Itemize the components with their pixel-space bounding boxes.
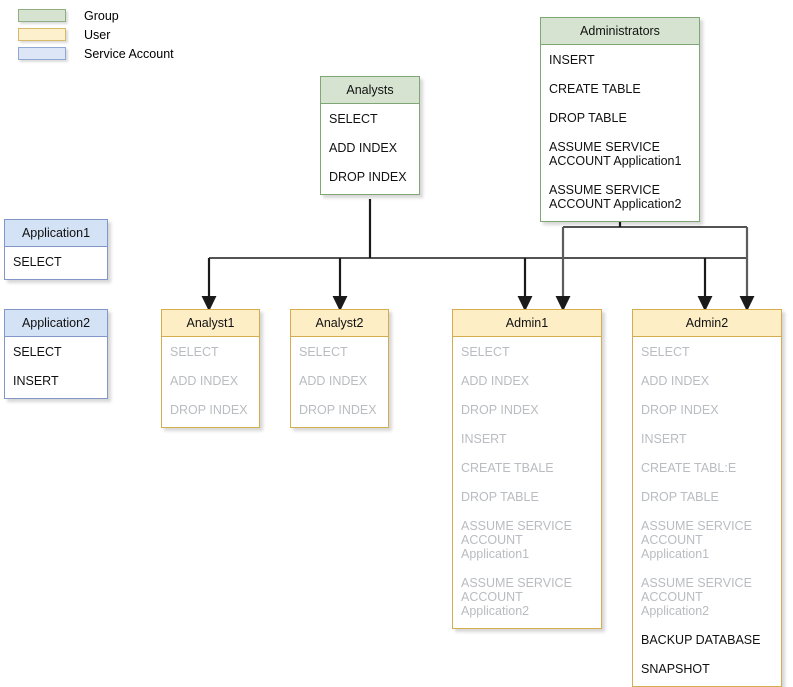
node-analysts-permissions: SELECT ADD INDEX DROP INDEX — [321, 104, 419, 194]
permission-item: ADD INDEX — [641, 374, 710, 388]
node-application2-permissions: SELECT INSERT — [5, 337, 107, 398]
legend-item-service-account: Service Account — [18, 44, 238, 63]
permission-item: CREATE TABLE — [549, 82, 641, 96]
node-analysts[interactable]: Analysts SELECT ADD INDEX DROP INDEX — [320, 76, 420, 195]
node-analysts-title: Analysts — [321, 77, 419, 104]
permission-item: SELECT — [461, 345, 510, 359]
permission-item: SELECT — [13, 345, 62, 359]
permission-item: SELECT — [13, 255, 62, 269]
node-admin2[interactable]: Admin2 SELECT ADD INDEX DROP INDEX INSER… — [632, 309, 782, 687]
permission-item: DROP TABLE — [461, 490, 539, 504]
permission-item: INSERT — [641, 432, 687, 446]
legend: Group User Service Account — [18, 6, 238, 63]
node-analyst2-permissions: SELECT ADD INDEX DROP INDEX — [291, 337, 388, 427]
permission-item: CREATE TBALE — [461, 461, 554, 475]
node-analyst2[interactable]: Analyst2 SELECT ADD INDEX DROP INDEX — [290, 309, 389, 428]
node-application2[interactable]: Application2 SELECT INSERT — [4, 309, 108, 399]
node-admin1-permissions: SELECT ADD INDEX DROP INDEX INSERT CREAT… — [453, 337, 601, 628]
node-administrators-permissions: INSERT CREATE TABLE DROP TABLE ASSUME SE… — [541, 45, 699, 221]
permission-item: DROP TABLE — [549, 111, 627, 125]
permission-item: INSERT — [549, 53, 595, 67]
permission-item: ASSUME SERVICE ACCOUNT Application2 — [461, 576, 572, 618]
permission-item: DROP INDEX — [329, 170, 407, 184]
permission-item: ASSUME SERVICE ACCOUNT Application1 — [641, 519, 752, 561]
edge-group-administrators — [555, 219, 755, 312]
node-analyst1-permissions: SELECT ADD INDEX DROP INDEX — [162, 337, 259, 427]
legend-item-group: Group — [18, 6, 238, 25]
node-application1-title: Application1 — [5, 220, 107, 247]
node-analyst2-title: Analyst2 — [291, 310, 388, 337]
node-application2-title: Application2 — [5, 310, 107, 337]
legend-label-user: User — [84, 27, 111, 42]
permission-item: SNAPSHOT — [641, 662, 710, 676]
node-admin1[interactable]: Admin1 SELECT ADD INDEX DROP INDEX INSER… — [452, 309, 602, 629]
permission-item: SELECT — [170, 345, 219, 359]
legend-label-group: Group — [84, 8, 119, 23]
permission-item: ADD INDEX — [299, 374, 368, 388]
legend-item-user: User — [18, 25, 238, 44]
permission-item: DROP INDEX — [299, 403, 377, 417]
node-analyst1-title: Analyst1 — [162, 310, 259, 337]
node-admin1-title: Admin1 — [453, 310, 601, 337]
permission-item: INSERT — [461, 432, 507, 446]
permission-item: ADD INDEX — [461, 374, 530, 388]
permission-item: ASSUME SERVICE ACCOUNT Application1 — [461, 519, 572, 561]
permission-item: DROP INDEX — [461, 403, 539, 417]
legend-swatch-service-account — [18, 47, 66, 60]
legend-swatch-group — [18, 9, 66, 22]
permission-item: DROP INDEX — [641, 403, 719, 417]
node-analyst1[interactable]: Analyst1 SELECT ADD INDEX DROP INDEX — [161, 309, 260, 428]
node-administrators[interactable]: Administrators INSERT CREATE TABLE DROP … — [540, 17, 700, 222]
permission-item: SELECT — [329, 112, 378, 126]
permission-item: DROP TABLE — [641, 490, 719, 504]
permission-item: ADD INDEX — [329, 141, 398, 155]
permission-item: INSERT — [13, 374, 59, 388]
permission-item: CREATE TABL:E — [641, 461, 737, 475]
permission-item: SELECT — [641, 345, 690, 359]
node-admin2-title: Admin2 — [633, 310, 781, 337]
node-administrators-title: Administrators — [541, 18, 699, 45]
permission-item: ASSUME SERVICE ACCOUNT Application1 — [549, 140, 682, 168]
permission-item: DROP INDEX — [170, 403, 248, 417]
permission-item: ASSUME SERVICE ACCOUNT Application2 — [641, 576, 752, 618]
permission-item: SELECT — [299, 345, 348, 359]
permission-item: ADD INDEX — [170, 374, 239, 388]
node-application1[interactable]: Application1 SELECT — [4, 219, 108, 280]
legend-swatch-user — [18, 28, 66, 41]
legend-label-service-account: Service Account — [84, 46, 174, 61]
permission-item: BACKUP DATABASE — [641, 633, 761, 647]
node-application1-permissions: SELECT — [5, 247, 107, 279]
node-admin2-permissions: SELECT ADD INDEX DROP INDEX INSERT CREAT… — [633, 337, 781, 686]
permission-item: ASSUME SERVICE ACCOUNT Application2 — [549, 183, 682, 211]
